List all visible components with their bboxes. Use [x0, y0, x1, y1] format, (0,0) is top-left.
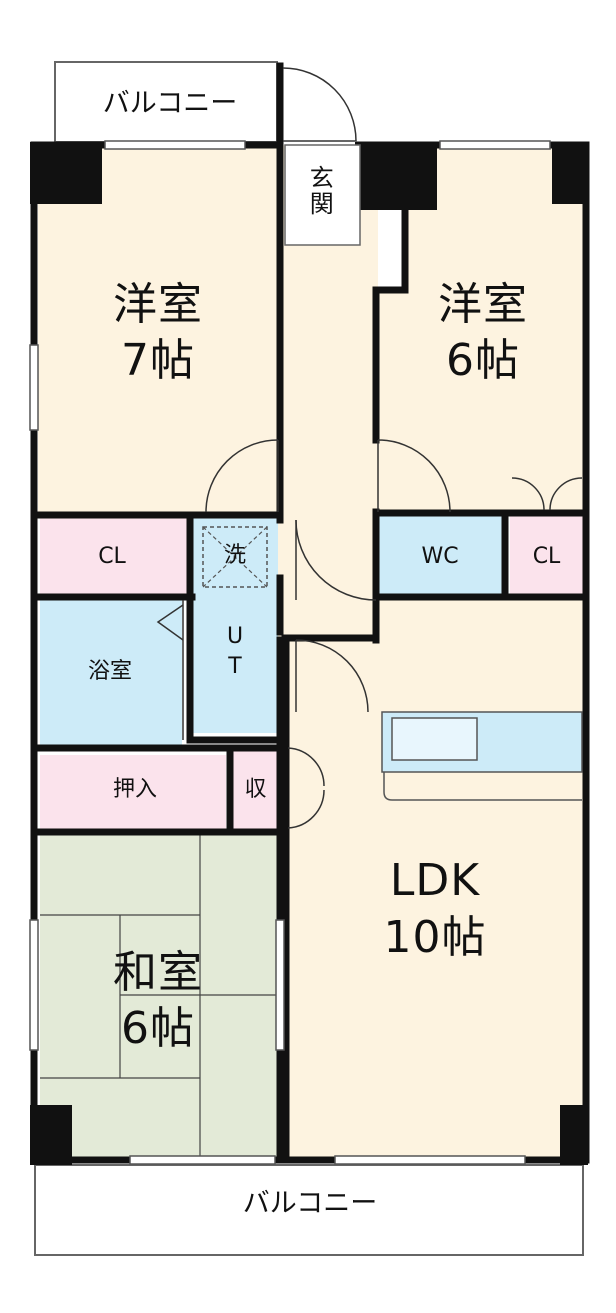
closet-right-label: CL: [532, 544, 561, 569]
washitsu-name: 和室: [113, 947, 203, 998]
closet-left-label: CL: [98, 544, 126, 569]
kitchen-base: [383, 772, 582, 801]
western-6-name: 洋室: [438, 279, 528, 330]
balcony-top: [54, 61, 278, 143]
western-6-size: 6帖: [446, 335, 520, 386]
western-7-size: 7帖: [121, 335, 195, 386]
windows: [29, 140, 551, 1165]
western-7-name: 洋室: [113, 279, 203, 330]
room-washitsu: [40, 835, 278, 1160]
entrance-door: [282, 67, 357, 142]
genkan-floor: [284, 144, 361, 246]
room-wc: [378, 515, 502, 595]
balcony-bottom-label: バルコニー: [242, 1188, 378, 1219]
washitsu-size: 6帖: [121, 1003, 195, 1054]
genkan-label: 玄関: [305, 165, 334, 217]
room-western-7: [38, 145, 278, 515]
ldk-size: 10帖: [383, 912, 487, 963]
utility-label: U T: [226, 624, 244, 679]
wash-label: 洗: [223, 543, 246, 568]
oshiire-label: 押入: [112, 777, 157, 802]
room-oshiire: [40, 755, 226, 830]
washer-pan: [202, 526, 268, 588]
door-swings: [156, 439, 583, 829]
wc-label: WC: [421, 544, 459, 569]
room-utility: [192, 515, 278, 733]
room-bath: [40, 600, 182, 748]
room-ldk: [285, 596, 583, 1161]
room-western-6: [378, 145, 583, 512]
balcony-bottom: [34, 1164, 584, 1256]
bath-label: 浴室: [87, 659, 132, 684]
balcony-top-label: バルコニー: [102, 88, 238, 119]
tatami-lines: [40, 835, 278, 1160]
room-closet-right: [510, 515, 583, 595]
ldk-name: LDK: [389, 855, 481, 906]
kitchen-sink: [391, 717, 478, 761]
storage-label: 収: [244, 777, 267, 802]
room-storage: [233, 748, 278, 830]
room-closet-left: [40, 515, 192, 595]
columns: [30, 142, 588, 1165]
